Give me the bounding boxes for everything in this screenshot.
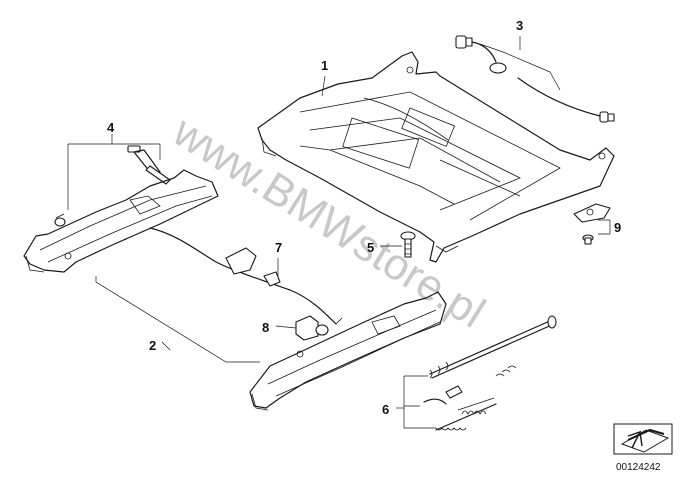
- part-5-screw: [400, 231, 416, 258]
- callout-5: 5: [367, 240, 374, 255]
- callout-1: 1: [321, 58, 328, 73]
- reference-number: 00124242: [616, 462, 661, 473]
- callouts: 1 2 3 4 5 6 7 8 9: [107, 18, 621, 417]
- part-9-bracket: [573, 203, 611, 245]
- callout-2: 2: [149, 338, 156, 353]
- watermark: www.BMWstore.pl: [164, 106, 494, 337]
- part-6-springs: [423, 315, 557, 431]
- callout-3: 3: [516, 18, 523, 33]
- part-1-seat-frame: [257, 51, 615, 263]
- part-7-cable: [149, 227, 343, 325]
- leader-lines: [67, 36, 611, 429]
- arrow-icon: [613, 423, 673, 455]
- callout-9: 9: [614, 220, 621, 235]
- callout-7: 7: [275, 240, 282, 255]
- part-8-clip: [295, 315, 329, 341]
- callout-4: 4: [107, 120, 115, 135]
- callout-6: 6: [382, 402, 389, 417]
- part-2-lower-rail: [249, 291, 447, 411]
- part-2-upper-rail: [23, 169, 219, 273]
- part-3-cable: [455, 35, 615, 123]
- part-4-bolt-nut: [54, 145, 171, 227]
- callout-8: 8: [262, 320, 269, 335]
